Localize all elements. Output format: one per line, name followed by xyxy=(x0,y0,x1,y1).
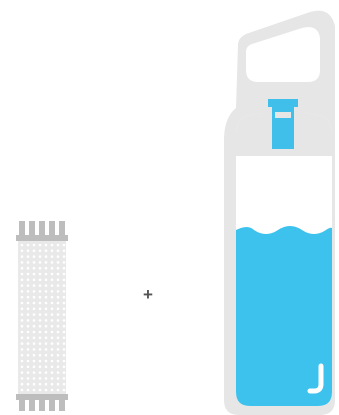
product-illustration: + xyxy=(0,0,339,415)
j-logo-icon xyxy=(0,0,339,415)
